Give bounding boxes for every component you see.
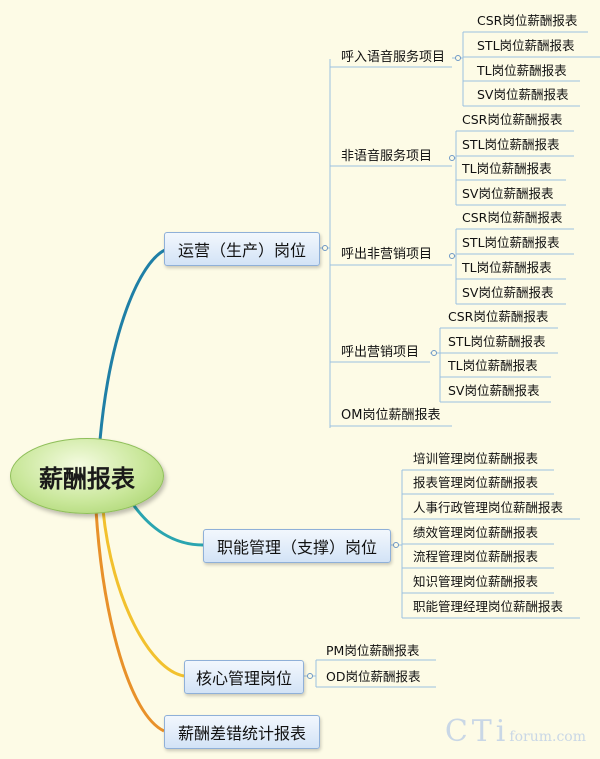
node-operations-label: 运营（生产）岗位 xyxy=(177,241,306,260)
leaf-nonvoice-csr[interactable]: CSR岗位薪酬报表 xyxy=(462,112,563,127)
leaf-outnonsales-sv[interactable]: SV岗位薪酬报表 xyxy=(462,285,554,300)
node-functional[interactable]: 职能管理（支撑）岗位 xyxy=(203,529,391,563)
node-error-stats-label: 薪酬差错统计报表 xyxy=(177,724,306,743)
branch-functional-line xyxy=(128,499,204,547)
sub-om-report[interactable]: OM岗位薪酬报表 xyxy=(341,408,441,423)
leaf-functional-process[interactable]: 流程管理岗位薪酬报表 xyxy=(413,549,539,564)
leaf-functional-manager[interactable]: 职能管理经理岗位薪酬报表 xyxy=(413,599,564,614)
leaf-nonvoice-sv[interactable]: SV岗位薪酬报表 xyxy=(462,186,554,201)
leaf-functional-training[interactable]: 培训管理岗位薪酬报表 xyxy=(413,451,539,466)
leaf-functional-reporting[interactable]: 报表管理岗位薪酬报表 xyxy=(413,475,539,490)
node-operations[interactable]: 运营（生产）岗位 xyxy=(164,232,320,266)
sub-outbound-non-sales[interactable]: 呼出非营销项目 xyxy=(341,247,433,262)
leaf-outsales-tl[interactable]: TL岗位薪酬报表 xyxy=(448,358,538,373)
leaf-functional-hr-admin[interactable]: 人事行政管理岗位薪酬报表 xyxy=(413,500,564,515)
leaf-outnonsales-csr[interactable]: CSR岗位薪酬报表 xyxy=(462,210,563,225)
leaf-nonvoice-stl[interactable]: STL岗位薪酬报表 xyxy=(462,137,560,152)
node-functional-label: 职能管理（支撑）岗位 xyxy=(216,538,377,557)
leaf-outnonsales-tl[interactable]: TL岗位薪酬报表 xyxy=(462,260,552,275)
leaf-inbound-sv[interactable]: SV岗位薪酬报表 xyxy=(477,87,569,102)
leaf-outsales-csr[interactable]: CSR岗位薪酬报表 xyxy=(448,309,549,324)
sub-outbound-sales[interactable]: 呼出营销项目 xyxy=(341,345,420,360)
branch-operations-line xyxy=(98,248,166,441)
leaf-outsales-sv[interactable]: SV岗位薪酬报表 xyxy=(448,383,540,398)
watermark-small: forum.com xyxy=(509,729,586,745)
leaf-functional-performance[interactable]: 绩效管理岗位薪酬报表 xyxy=(413,525,539,540)
leaf-core-od[interactable]: OD岗位薪酬报表 xyxy=(326,669,421,684)
leaf-inbound-csr[interactable]: CSR岗位薪酬报表 xyxy=(477,13,578,28)
leaf-outnonsales-stl[interactable]: STL岗位薪酬报表 xyxy=(462,235,560,250)
leaf-inbound-stl[interactable]: STL岗位薪酬报表 xyxy=(477,38,575,53)
node-core-label: 核心管理岗位 xyxy=(195,669,292,688)
sub-inbound-voice[interactable]: 呼入语音服务项目 xyxy=(341,50,446,65)
root-label: 薪酬报表 xyxy=(39,464,135,493)
watermark-logo: CTiforum.com xyxy=(445,714,586,749)
leaf-inbound-tl[interactable]: TL岗位薪酬报表 xyxy=(477,63,567,78)
branch-core-line xyxy=(101,509,185,678)
leaf-functional-knowledge[interactable]: 知识管理岗位薪酬报表 xyxy=(413,574,539,589)
watermark-big: CTi xyxy=(444,714,510,749)
leaf-nonvoice-tl[interactable]: TL岗位薪酬报表 xyxy=(462,161,552,176)
leaf-core-pm[interactable]: PM岗位薪酬报表 xyxy=(326,643,420,658)
sub-non-voice[interactable]: 非语音服务项目 xyxy=(341,149,433,164)
root-node[interactable]: 薪酬报表 xyxy=(10,438,164,514)
branch-error-line xyxy=(94,509,165,733)
node-error-stats[interactable]: 薪酬差错统计报表 xyxy=(164,715,320,749)
leaf-outsales-stl[interactable]: STL岗位薪酬报表 xyxy=(448,334,546,349)
node-core[interactable]: 核心管理岗位 xyxy=(184,660,304,694)
